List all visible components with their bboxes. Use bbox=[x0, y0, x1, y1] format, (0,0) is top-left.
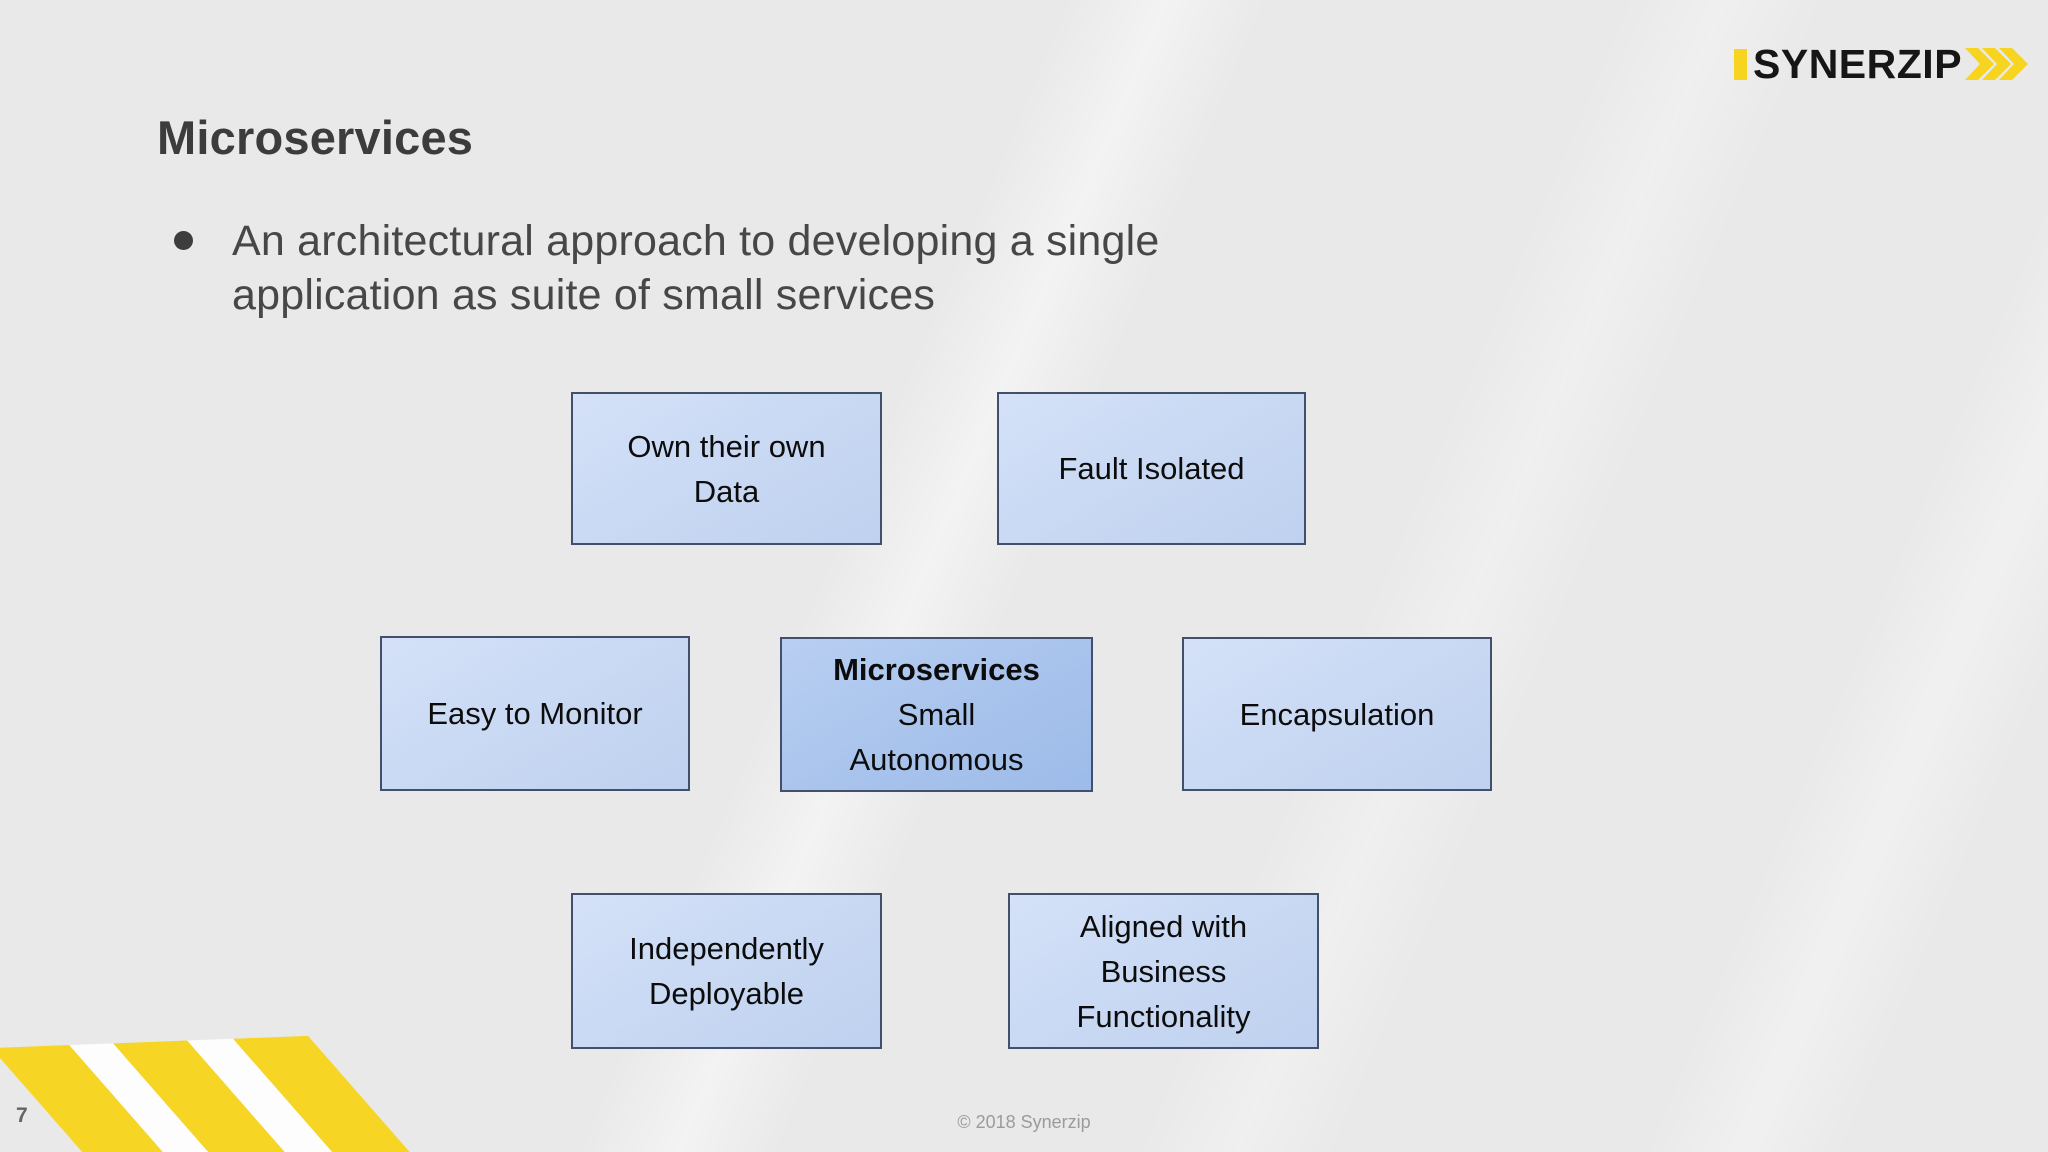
box-label: Fault Isolated bbox=[1058, 451, 1245, 486]
box-label: Autonomous bbox=[849, 742, 1024, 777]
box-label: Small bbox=[897, 697, 976, 732]
logo-accent-bar-icon bbox=[1734, 48, 1747, 80]
box-microservices-center: Microservices Small Autonomous bbox=[780, 637, 1093, 792]
stripe-yellow bbox=[0, 1045, 180, 1152]
bullet-dot-icon bbox=[174, 231, 193, 250]
bullet-text: An architectural approach to developing … bbox=[232, 214, 1160, 322]
box-label: Business bbox=[1100, 953, 1227, 989]
box-label: Data bbox=[693, 473, 760, 509]
logo-text: SYNERZIP bbox=[1753, 40, 1963, 87]
bullet-line: application as suite of small services bbox=[232, 271, 936, 319]
box-label: Encapsulation bbox=[1239, 696, 1435, 732]
box-title: Microservices bbox=[833, 652, 1040, 687]
box-label: Independently bbox=[629, 931, 824, 966]
box-own-their-own-data: Own their own Data bbox=[571, 392, 882, 545]
box-aligned-with-business: Aligned with Business Functionality bbox=[1008, 893, 1319, 1049]
page-title: Microservices bbox=[157, 111, 474, 164]
stripe-gap bbox=[69, 1043, 224, 1152]
stripe-yellow bbox=[233, 1035, 419, 1152]
box-label: Own their own bbox=[627, 428, 826, 464]
box-label: Deployable bbox=[648, 976, 805, 1011]
stripe-yellow bbox=[113, 1040, 298, 1152]
synerzip-logo: SYNERZIP bbox=[1734, 40, 2031, 87]
bullet-line: An architectural approach to developing … bbox=[232, 217, 1160, 265]
box-label: Aligned with bbox=[1079, 908, 1248, 944]
stripe-gap bbox=[187, 1038, 344, 1152]
footer-copyright: © 2018 Synerzip bbox=[957, 1112, 1091, 1132]
box-encapsulation: Encapsulation bbox=[1182, 637, 1492, 791]
box-independently-deployable: Independently Deployable bbox=[571, 893, 882, 1049]
box-label: Functionality bbox=[1076, 998, 1251, 1034]
bullet-item: An architectural approach to developing … bbox=[174, 214, 1160, 322]
box-easy-to-monitor: Easy to Monitor bbox=[380, 636, 690, 791]
box-fault-isolated: Fault Isolated bbox=[997, 392, 1306, 545]
corner-stripes-icon bbox=[0, 1018, 476, 1152]
page-number: 7 bbox=[16, 1104, 28, 1127]
box-label: Easy to Monitor bbox=[427, 696, 643, 731]
logo-chevrons-icon bbox=[1965, 48, 2029, 80]
